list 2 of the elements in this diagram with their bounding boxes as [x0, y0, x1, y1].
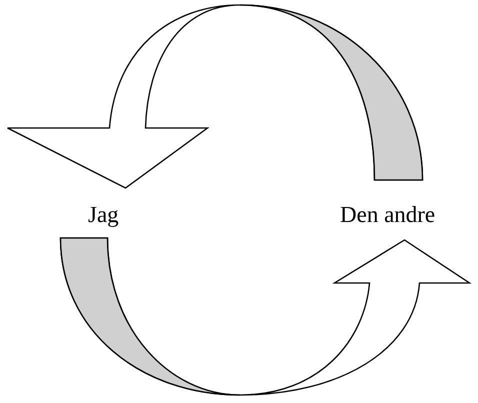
node-label: Den andre	[340, 203, 436, 226]
node-label: Jag	[88, 203, 119, 226]
